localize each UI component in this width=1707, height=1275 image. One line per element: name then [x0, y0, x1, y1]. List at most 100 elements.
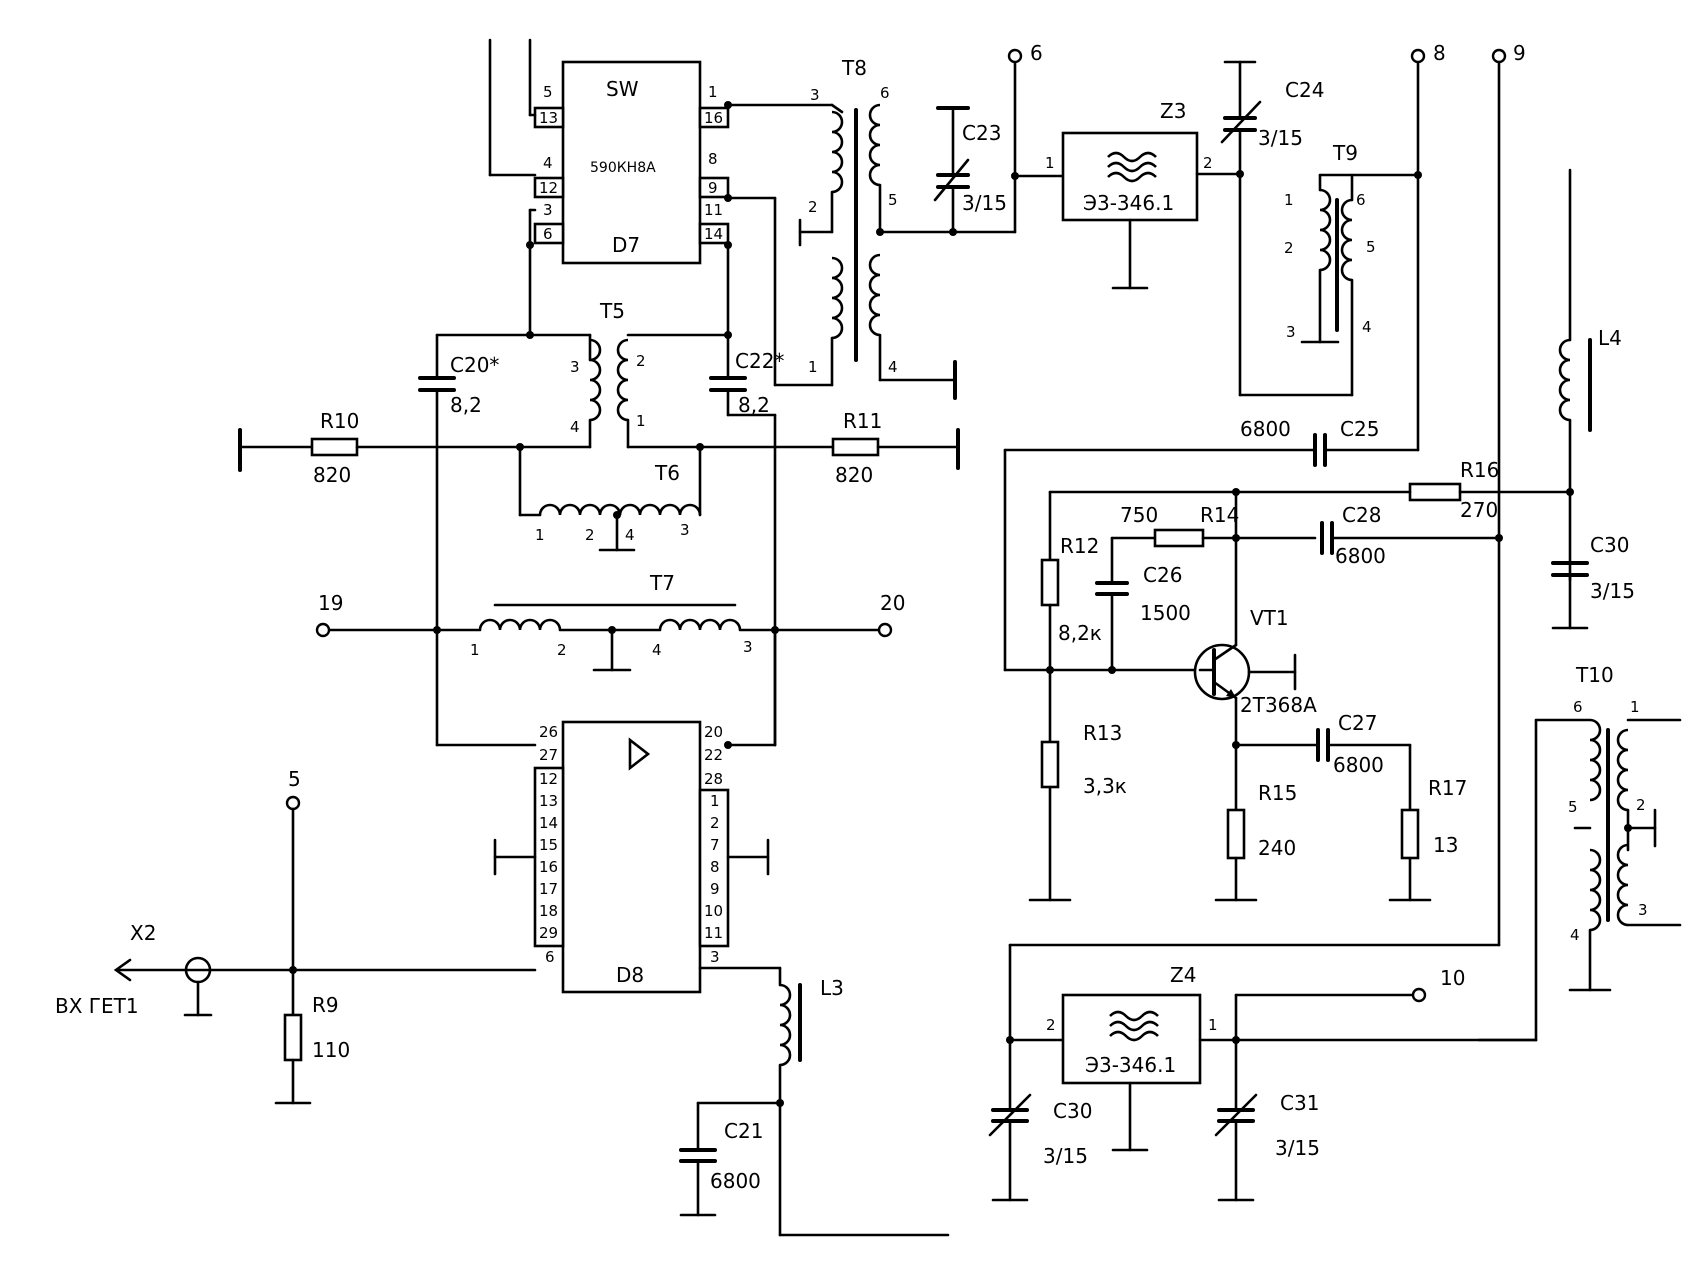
capacitor-c22: C22* 8,2	[709, 349, 784, 417]
filter-z4: Э3-346.1 Z4 2 1	[1046, 963, 1218, 1152]
t9-pin-5: 5	[1366, 238, 1376, 256]
c30-value: 3/15	[1043, 1144, 1088, 1168]
c24-ref: C24	[1285, 78, 1324, 102]
c20-ref: C20*	[450, 353, 499, 377]
d7-pin-5: 5	[543, 83, 553, 101]
z3-part: Э3-346.1	[1083, 191, 1174, 215]
t5-pin-2: 2	[636, 352, 646, 370]
r10-ref: R10	[320, 409, 359, 433]
r13-ref: R13	[1083, 721, 1122, 745]
resistor-r16: R16 270	[1408, 458, 1572, 522]
resistor-r13: R13 3,3к	[1028, 668, 1127, 902]
c22-ref: C22*	[735, 349, 784, 373]
t10-pin-4: 4	[1570, 926, 1580, 944]
d8-pin-9: 9	[710, 880, 720, 898]
t6-pin-3: 3	[680, 521, 690, 539]
transformer-t7: T7 1 2 4 3	[470, 571, 753, 672]
z3-pin-1: 1	[1045, 154, 1055, 172]
d8-pin-29: 29	[539, 924, 558, 942]
terminal-8-label: 8	[1433, 41, 1446, 65]
d8-pin-3: 3	[710, 948, 720, 966]
t8-label: T8	[841, 56, 867, 80]
r16-ref: R16	[1460, 458, 1499, 482]
terminal-10-label: 10	[1440, 966, 1465, 990]
transformer-t6: T6 1 2 4 3	[518, 445, 702, 552]
r17-ref: R17	[1428, 776, 1467, 800]
terminal-5-label: 5	[288, 767, 301, 791]
d7-pin-8: 8	[708, 150, 718, 168]
l4-ref: L4	[1598, 326, 1622, 350]
r9-value: 110	[312, 1038, 350, 1062]
transistor-vt1: VT1 2Т368А	[1193, 490, 1317, 812]
d7-pin-11: 11	[704, 201, 723, 219]
t8-pin-1: 1	[808, 358, 818, 376]
z4-pin-2: 2	[1046, 1016, 1056, 1034]
r12-ref: R12	[1060, 534, 1099, 558]
t7-pin-3: 3	[743, 638, 753, 656]
terminal-19	[315, 622, 331, 638]
t10-label: T10	[1575, 663, 1614, 687]
resistor-r11: R11 820	[698, 409, 960, 487]
c21-ref: C21	[724, 1119, 763, 1143]
c20-value: 8,2	[450, 393, 482, 417]
d8-pin-6: 6	[545, 948, 555, 966]
t8-pin-2: 2	[808, 198, 818, 216]
c21-value: 6800	[710, 1169, 761, 1193]
t7-pin-1: 1	[470, 641, 480, 659]
d7-pin-13: 13	[539, 109, 558, 127]
z4-pin-1: 1	[1208, 1016, 1218, 1034]
d7-pin-9: 9	[708, 179, 718, 197]
d8-pin-7: 7	[710, 836, 720, 854]
inductor-l3: L3	[778, 976, 950, 1237]
capacitor-c30: C30 3/15	[988, 1093, 1092, 1202]
d7-pin-4: 4	[543, 154, 553, 172]
transformer-t8: T8 3 2 1 6 5 4	[773, 56, 1017, 400]
connector-x2-label: ВХ ГЕТ1	[55, 994, 139, 1018]
d8-pin-12: 12	[539, 770, 558, 788]
transformer-t5: T5 3 4 2 1	[518, 299, 730, 449]
capacitor-c23: C23 3/15	[933, 106, 1007, 236]
capacitor-c24: C24 3/15	[1220, 60, 1324, 397]
t9-label: T9	[1332, 141, 1358, 165]
resistor-r17: R17 13	[1388, 743, 1467, 902]
chip-d7-part: 590КН8А	[590, 160, 656, 176]
t5-pin-4: 4	[570, 418, 580, 436]
terminal-8	[1410, 48, 1426, 64]
terminal-6	[1007, 48, 1023, 64]
r14-value: 750	[1120, 503, 1158, 527]
d8-pin-11: 11	[704, 924, 723, 942]
c25-value: 6800	[1240, 417, 1291, 441]
c26-value: 1500	[1140, 601, 1191, 625]
r16-value: 270	[1460, 498, 1498, 522]
t10-pin-2: 2	[1636, 796, 1646, 814]
z3-label: Z3	[1160, 99, 1186, 123]
t8-pin-4: 4	[888, 358, 898, 376]
r15-ref: R15	[1258, 781, 1297, 805]
d7-pin-6: 6	[543, 225, 553, 243]
capacitor-c21: C21 6800	[679, 1101, 782, 1217]
resistor-r9: R9 110	[274, 993, 350, 1105]
t9-pin-6: 6	[1356, 191, 1366, 209]
t7-pin-2: 2	[557, 641, 567, 659]
t10-pin-5: 5	[1568, 798, 1578, 816]
d8-pin-20: 20	[704, 723, 723, 741]
terminal-9	[1491, 48, 1507, 64]
z3-pin-2: 2	[1203, 154, 1213, 172]
r11-value: 820	[835, 463, 873, 487]
d8-pin-8: 8	[710, 858, 720, 876]
chip-d8: D8 26 27 12 13 14 15 16 17 18 29 6 20 22…	[533, 720, 730, 994]
t6-label: T6	[654, 461, 680, 485]
capacitor-c26: C26 1500	[1095, 536, 1191, 672]
r9-ref: R9	[312, 993, 339, 1017]
inductor-l4: L4	[1558, 168, 1622, 582]
d7-pin-16: 16	[704, 109, 723, 127]
capacitor-c28: C28 6800	[1320, 503, 1501, 568]
t7-pin-4: 4	[652, 641, 662, 659]
r14-ref: R14	[1200, 503, 1239, 527]
d7-pin-12: 12	[539, 179, 558, 197]
t7-label: T7	[649, 571, 675, 595]
t6-pin-2: 2	[585, 526, 595, 544]
c26-ref: C26	[1143, 563, 1182, 587]
capacitor-c25: 6800 C25	[1003, 417, 1420, 467]
c29-ref: C30	[1590, 533, 1629, 557]
